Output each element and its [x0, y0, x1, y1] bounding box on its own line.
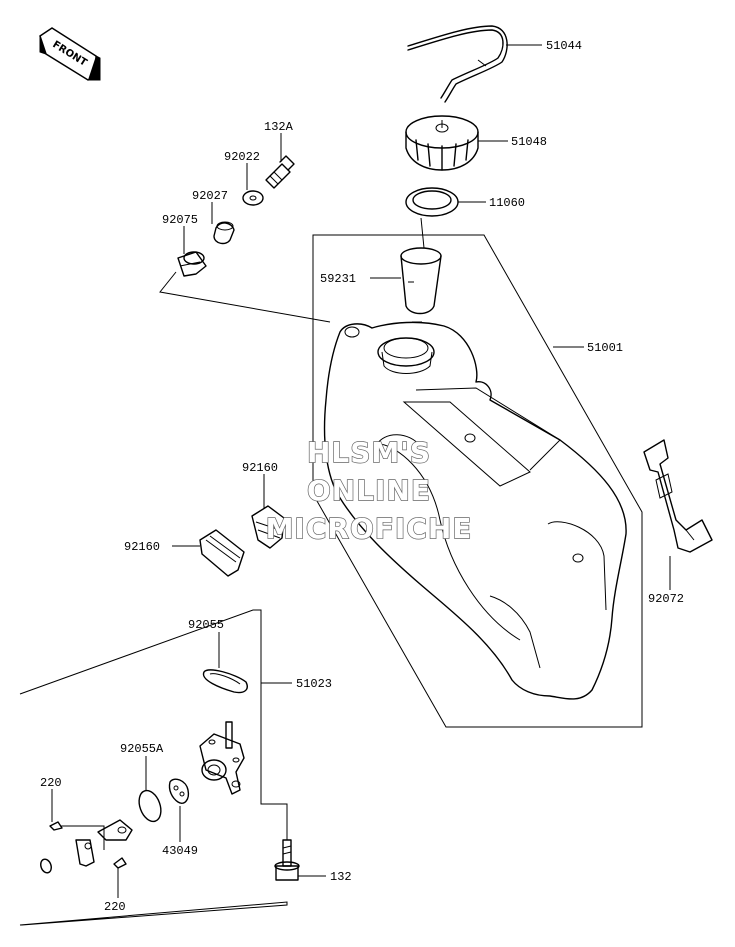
label-132a: 132A [264, 120, 294, 134]
label-132: 132 [330, 870, 352, 884]
o-ring [138, 789, 162, 823]
label-11060: 11060 [489, 196, 525, 210]
watermark-line-2: ONLINE [307, 474, 431, 507]
label-220-upper: 220 [40, 776, 62, 790]
pad-lower [199, 529, 245, 577]
washer [242, 190, 264, 206]
label-92055a: 92055A [120, 742, 164, 756]
tank-strap [643, 439, 713, 553]
mount-group-frame [159, 271, 331, 323]
fuel-cock-body [199, 721, 245, 795]
tank-group-frame [312, 234, 643, 728]
tank-bolt [265, 155, 295, 189]
filler-strainer [400, 217, 442, 323]
part-labels: 51044 51048 11060 59231 51001 132A 92022… [40, 39, 684, 914]
fuel-tank [323, 321, 627, 700]
watermark: HLSM'S ONLINE MICROFICHE [265, 435, 473, 545]
label-92055: 92055 [188, 618, 224, 632]
label-51048: 51048 [511, 135, 547, 149]
screw-upper [49, 821, 63, 831]
label-92075: 92075 [162, 213, 198, 227]
screw-lower [113, 857, 127, 869]
damper-grommet [177, 251, 207, 277]
cock-bolt [274, 839, 300, 881]
label-43049: 43049 [162, 844, 198, 858]
breather-hose [407, 25, 508, 103]
pad-upper [251, 505, 285, 549]
label-92160-lower: 92160 [124, 540, 160, 554]
label-92022: 92022 [224, 150, 260, 164]
valve-seal [168, 778, 190, 804]
valve-gasket [202, 669, 248, 694]
cap-gasket [405, 187, 459, 217]
fuel-cock-group-frame [19, 609, 288, 926]
label-92160-upper: 92160 [242, 461, 278, 475]
label-51044: 51044 [546, 39, 582, 53]
watermark-line-1: HLSM'S [307, 436, 431, 469]
collar [213, 221, 235, 245]
leader-lines [51, 44, 671, 898]
small-ring [40, 858, 52, 874]
front-arrow-icon: FRONT [39, 27, 101, 81]
label-92027: 92027 [192, 189, 228, 203]
label-92072: 92072 [648, 592, 684, 606]
label-59231: 59231 [320, 272, 356, 286]
label-220-lower: 220 [104, 900, 126, 914]
label-51001: 51001 [587, 341, 623, 355]
label-51023: 51023 [296, 677, 332, 691]
fuel-cap [405, 115, 479, 171]
watermark-line-3: MICROFICHE [266, 512, 473, 545]
lever-plate [60, 819, 133, 867]
